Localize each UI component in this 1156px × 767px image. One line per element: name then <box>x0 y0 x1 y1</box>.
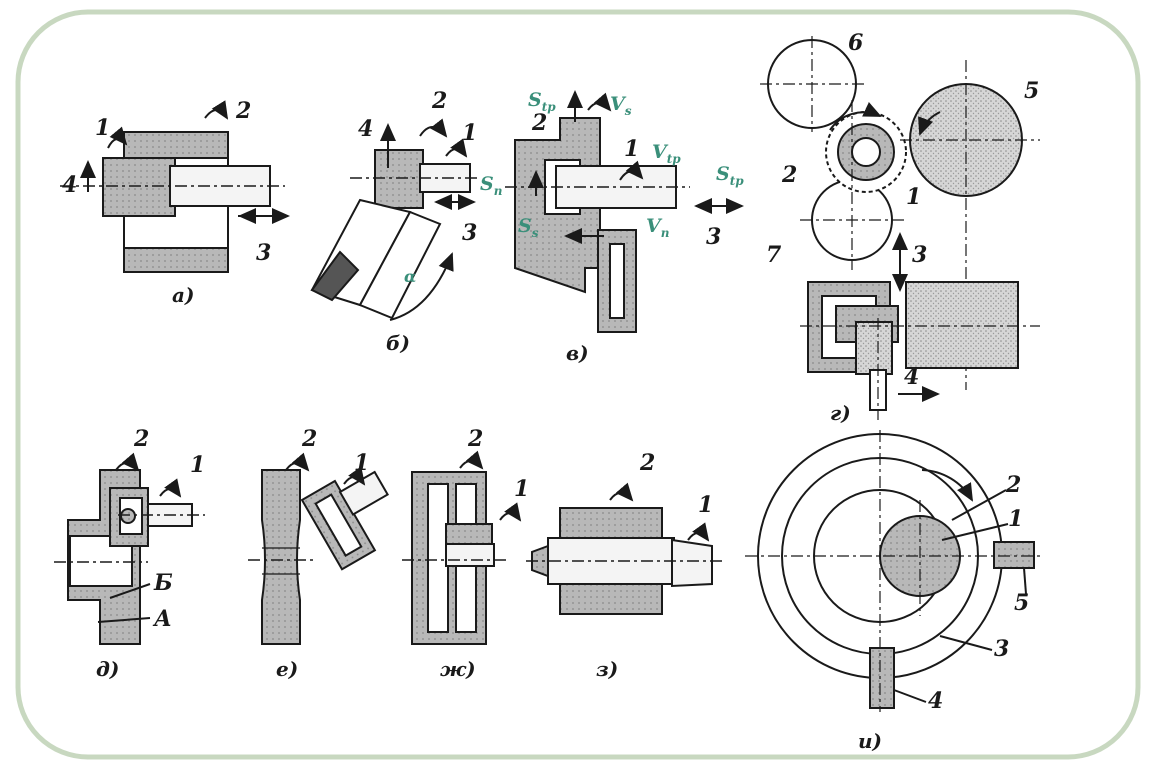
panel-i <box>745 430 1040 712</box>
label-v-s-top: Stp <box>528 89 556 114</box>
label-zh-1: 1 <box>514 476 529 502</box>
label-v-s-mid: Sn <box>480 173 502 198</box>
label-g-6: 6 <box>848 30 863 56</box>
panel-e <box>248 452 390 645</box>
panel-zh <box>402 450 522 645</box>
panel-v <box>505 90 744 333</box>
label-v-1: 1 <box>624 136 639 162</box>
label-v-v-mid: Vtp <box>652 141 681 166</box>
label-v-3: 3 <box>706 224 721 250</box>
label-b-4: 4 <box>358 116 373 142</box>
caption-v: в) <box>566 341 589 365</box>
panel-d <box>54 452 205 645</box>
label-e-1: 1 <box>354 450 369 476</box>
label-v-v-top: Vs <box>610 93 632 118</box>
label-d-1: 1 <box>190 452 205 478</box>
caption-g: г) <box>830 401 851 425</box>
panel-b <box>310 118 480 321</box>
panel-g <box>760 36 1040 420</box>
outer-frame <box>15 9 1141 760</box>
label-i-1: 1 <box>1008 506 1023 532</box>
label-g-1: 1 <box>906 184 921 210</box>
label-v-s-right: Stp <box>716 163 744 188</box>
label-i-2: 2 <box>1005 472 1021 498</box>
label-b-1: 1 <box>462 120 477 146</box>
label-i-3: 3 <box>994 636 1009 662</box>
label-g-7: 7 <box>766 242 782 268</box>
label-a-1: 1 <box>95 115 110 141</box>
label-a-2: 2 <box>235 98 251 124</box>
label-e-2: 2 <box>301 426 317 452</box>
caption-e: е) <box>276 657 298 681</box>
caption-d: д) <box>96 657 119 681</box>
caption-a: а) <box>172 283 194 307</box>
caption-z: з) <box>596 657 618 681</box>
label-g-4: 4 <box>904 364 919 390</box>
label-g-2: 2 <box>781 162 797 188</box>
label-v-2: 2 <box>531 110 547 136</box>
label-z-2: 2 <box>639 450 655 476</box>
label-v-v-low: Vn <box>646 215 669 240</box>
label-i-4: 4 <box>928 688 943 714</box>
caption-i: и) <box>858 729 882 753</box>
label-zh-2: 2 <box>467 426 483 452</box>
label-g-5: 5 <box>1024 78 1039 104</box>
label-g-3: 3 <box>912 242 927 268</box>
label-b-2: 2 <box>431 88 447 114</box>
label-v-s-low: Ss <box>518 215 539 240</box>
label-a-4: 4 <box>62 172 77 198</box>
label-b-alpha: α <box>404 267 416 286</box>
label-i-5: 5 <box>1014 590 1029 616</box>
label-a-3: 3 <box>256 240 271 266</box>
label-d-B: Б <box>153 570 173 596</box>
caption-b: б) <box>386 331 410 355</box>
label-b-3: 3 <box>462 220 477 246</box>
label-d-2: 2 <box>133 426 149 452</box>
panel-a <box>60 100 290 273</box>
panel-z <box>526 482 722 615</box>
caption-zh: ж) <box>440 657 476 681</box>
label-z-1: 1 <box>698 492 713 518</box>
label-d-A: А <box>152 606 172 632</box>
